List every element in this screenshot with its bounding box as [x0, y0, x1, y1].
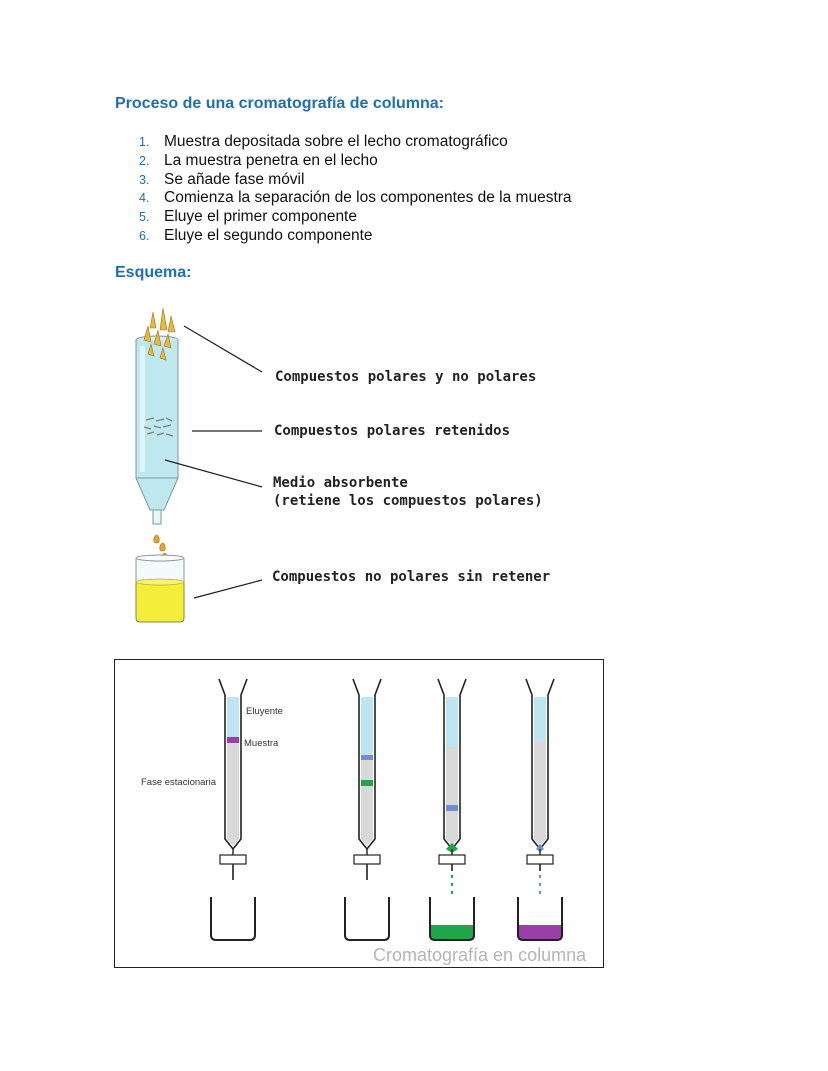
- list-item: 5. Eluye el primer componente: [120, 208, 572, 227]
- section-heading-scheme: Esquema:: [115, 264, 192, 281]
- collection-beaker: [135, 554, 185, 623]
- label-eluent: Eluyente: [246, 706, 283, 717]
- steps-list: 1. Muestra depositada sobre el lecho crom…: [120, 133, 572, 246]
- list-number: 5.: [139, 210, 150, 225]
- list-number: 2.: [139, 153, 150, 168]
- column-stage-3: [429, 678, 475, 941]
- list-item: 1. Muestra depositada sobre el lecho crom…: [120, 133, 572, 152]
- list-item-text: Comienza la separación de los componente…: [164, 189, 572, 207]
- label-polar-nonpolar: Compuestos polares y no polares: [275, 369, 536, 385]
- column-scheme-figure: Compuestos polares y no polares Compuest…: [135, 307, 550, 623]
- leader-lines: [164, 325, 263, 599]
- list-item-text: Eluye el primer componente: [164, 208, 357, 226]
- list-item: 3. Se añade fase móvil: [120, 171, 572, 190]
- label-stationary-phase: Fase estacionaria: [141, 777, 217, 788]
- column-stage-4: [517, 678, 563, 941]
- list-item-text: Muestra depositada sobre el lecho cromat…: [164, 133, 508, 150]
- label-medium-line2: (retiene los compuestos polares): [273, 493, 543, 509]
- list-item-text: Eluye el segundo componente: [164, 226, 373, 244]
- list-item-text: La muestra penetra en el lecho: [164, 151, 378, 169]
- label-polar-retained: Compuestos polares retenidos: [274, 423, 510, 439]
- section-heading-process: Proceso de una cromatografía de columna:: [115, 95, 444, 112]
- column-stage-1: [210, 678, 256, 941]
- list-number: 1.: [139, 135, 150, 149]
- list-number: 6.: [139, 228, 150, 243]
- label-nonpolar-unretained: Compuestos no polares sin retener: [272, 569, 550, 585]
- label-medium-line1: Medio absorbente: [273, 475, 408, 491]
- list-item-text: Se añade fase móvil: [164, 170, 305, 188]
- column-stage-2: [344, 678, 390, 941]
- list-item: 2. La muestra penetra en el lecho: [120, 152, 572, 171]
- retained-compounds-icon: [143, 417, 174, 437]
- figure-caption: Cromatografía en columna: [373, 945, 587, 965]
- list-item: 6. Eluye el segundo componente: [120, 227, 572, 246]
- list-number: 3.: [139, 172, 150, 187]
- column-stages-figure: Eluyente Muestra Fase estacionaria Croma…: [114, 659, 604, 968]
- label-sample: Muestra: [244, 738, 279, 749]
- sample-crystals-icon: [143, 307, 176, 361]
- list-number: 4.: [139, 191, 150, 206]
- list-item: 4. Comienza la separación de los componen…: [120, 189, 572, 208]
- glass-column: [135, 335, 179, 525]
